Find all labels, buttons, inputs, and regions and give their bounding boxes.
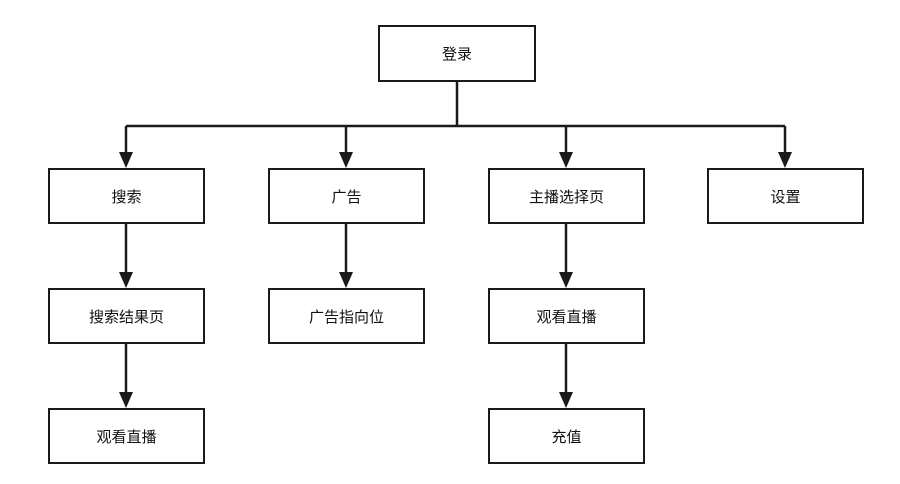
node-watch-live-search: 观看直播 <box>48 408 205 464</box>
node-login: 登录 <box>378 25 536 82</box>
arrowhead-search <box>119 152 133 168</box>
node-search: 搜索 <box>48 168 205 224</box>
node-watch-live-anchor: 观看直播 <box>488 288 645 344</box>
node-ad-target: 广告指向位 <box>268 288 425 344</box>
node-settings: 设置 <box>707 168 864 224</box>
arrowhead-ad-target <box>339 272 353 288</box>
node-recharge: 充值 <box>488 408 645 464</box>
arrowhead-anchor-select <box>559 152 573 168</box>
node-anchor-select: 主播选择页 <box>488 168 645 224</box>
arrowhead-watch-recharge <box>559 392 573 408</box>
arrowhead-search-results <box>119 272 133 288</box>
arrowhead-settings <box>778 152 792 168</box>
node-ad: 广告 <box>268 168 425 224</box>
arrowhead-ad <box>339 152 353 168</box>
node-search-results: 搜索结果页 <box>48 288 205 344</box>
arrowhead-anchor-watch <box>559 272 573 288</box>
arrowhead-results-watch <box>119 392 133 408</box>
